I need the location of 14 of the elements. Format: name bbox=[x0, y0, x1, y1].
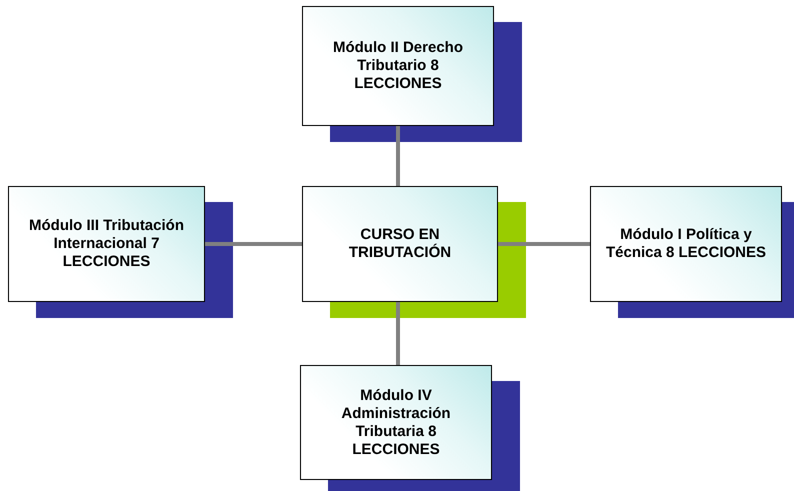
connector-line bbox=[498, 242, 590, 246]
module-box bbox=[302, 6, 494, 126]
module-box bbox=[302, 186, 498, 302]
box-label: Módulo I Política y Técnica 8 LECCIONES bbox=[604, 226, 768, 262]
box-label: Módulo II Derecho Tributario 8 LECCIONES bbox=[332, 39, 464, 93]
module-box bbox=[8, 186, 205, 302]
box-label: Módulo III Tributación Internacional 7 LECCIONES bbox=[28, 217, 185, 271]
module-box bbox=[300, 365, 492, 480]
box-label: CURSO EN TRIBUTACIÓN bbox=[348, 226, 452, 262]
connector-line bbox=[396, 126, 400, 186]
box-label: Módulo IV Administración Tributaria 8 LECCIONES bbox=[340, 386, 452, 458]
connector-line bbox=[396, 302, 400, 365]
connector-line bbox=[205, 242, 302, 246]
module-box bbox=[590, 186, 782, 302]
